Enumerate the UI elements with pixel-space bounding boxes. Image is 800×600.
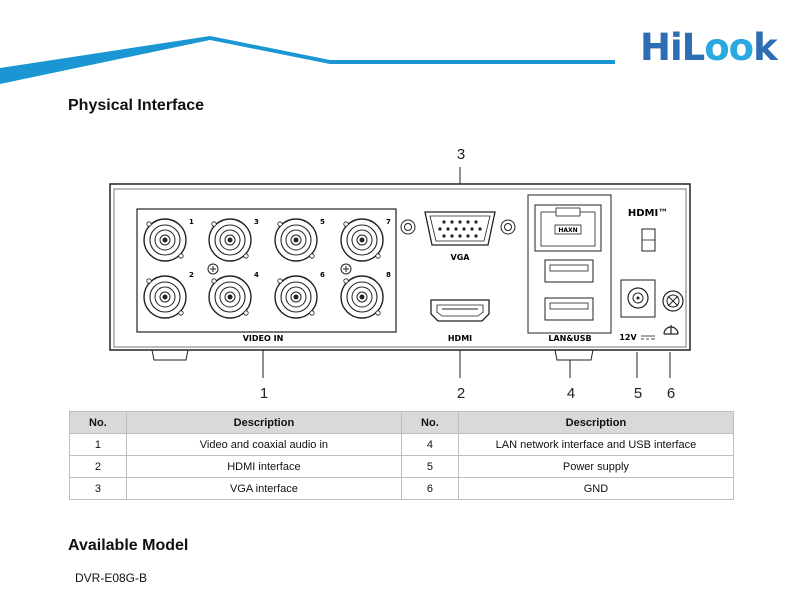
- dvr-rear-panel: 1 2 3 4 5 6 7 8 VGA HDMI HAXN LAN&USB HDMI™: [109, 167, 691, 378]
- table-row: 1 Video and coaxial audio in 4 LAN netwo…: [69, 433, 735, 456]
- bnc-number-label: 5: [320, 218, 325, 226]
- bnc-connector: [340, 275, 384, 319]
- lan-usb-block: [527, 194, 612, 334]
- model-name: DVR-E08G-B: [75, 571, 148, 585]
- bnc-number-label: 6: [320, 271, 325, 279]
- lan-usb-label: LAN&USB: [548, 334, 591, 343]
- cell-no: 3: [69, 477, 127, 500]
- power-jack: [620, 279, 656, 318]
- callout-4: 4: [566, 385, 576, 402]
- hdmi-tm-label: HDMI™: [628, 208, 668, 219]
- bnc-connectors: 1 2 3 4 5 6 7 8: [143, 218, 391, 319]
- header-no: No.: [400, 411, 459, 434]
- bnc-connector: [208, 275, 252, 319]
- bnc-connector: [340, 218, 384, 262]
- interface-table: No. Description No. Description 1 Video …: [69, 411, 735, 500]
- header-description: Description: [125, 411, 402, 434]
- header-description: Description: [457, 411, 735, 434]
- bnc-number-label: 8: [386, 271, 391, 279]
- bnc-connector: [143, 275, 187, 319]
- section-title-physical-interface: Physical Interface: [68, 97, 205, 114]
- video-in-label: VIDEO IN: [243, 334, 284, 343]
- callout-5: 5: [633, 385, 643, 402]
- bnc-connector: [143, 218, 187, 262]
- bnc-connector: [274, 275, 318, 319]
- screw-icon: [207, 263, 219, 275]
- cell-description: HDMI interface: [125, 455, 402, 478]
- header-no: No.: [69, 411, 127, 434]
- cell-description: VGA interface: [125, 477, 402, 500]
- cell-description: Video and coaxial audio in: [125, 433, 402, 456]
- ground-icon: [663, 325, 679, 335]
- hdmi-label: HDMI: [448, 334, 472, 343]
- bnc-number-label: 1: [189, 218, 194, 226]
- callout-3: 3: [456, 146, 466, 163]
- table-header-row: No. Description No. Description: [69, 411, 735, 434]
- gnd-screw: [662, 290, 684, 312]
- callout-6: 6: [666, 385, 676, 402]
- section-title-available-model: Available Model: [68, 537, 189, 554]
- callout-1: 1: [259, 385, 269, 402]
- callout-2: 2: [456, 385, 466, 402]
- cell-no: 2: [69, 455, 127, 478]
- table-row: 3 VGA interface 6 GND: [69, 477, 735, 500]
- cell-no: 6: [400, 477, 459, 500]
- hdmi-port: [430, 299, 490, 322]
- hilook-logo: HiLook: [640, 26, 778, 69]
- bnc-number-label: 4: [254, 271, 259, 279]
- cell-no: 5: [400, 455, 459, 478]
- bnc-number-label: 2: [189, 271, 194, 279]
- rj45-label: HAXN: [558, 227, 577, 234]
- vga-label: VGA: [451, 253, 471, 262]
- screw-icon: [340, 263, 352, 275]
- bnc-connector: [274, 218, 318, 262]
- cell-no: 4: [400, 433, 459, 456]
- bnc-number-label: 3: [254, 218, 259, 226]
- bnc-number-label: 7: [386, 218, 391, 226]
- power-label: 12V: [619, 333, 637, 342]
- cell-description: GND: [457, 477, 735, 500]
- bnc-connector: [208, 218, 252, 262]
- cell-no: 1: [69, 433, 127, 456]
- table-row: 2 HDMI interface 5 Power supply: [69, 455, 735, 478]
- cell-description: LAN network interface and USB interface: [457, 433, 735, 456]
- vga-port: [400, 211, 516, 246]
- header-band: [0, 36, 615, 84]
- cell-description: Power supply: [457, 455, 735, 478]
